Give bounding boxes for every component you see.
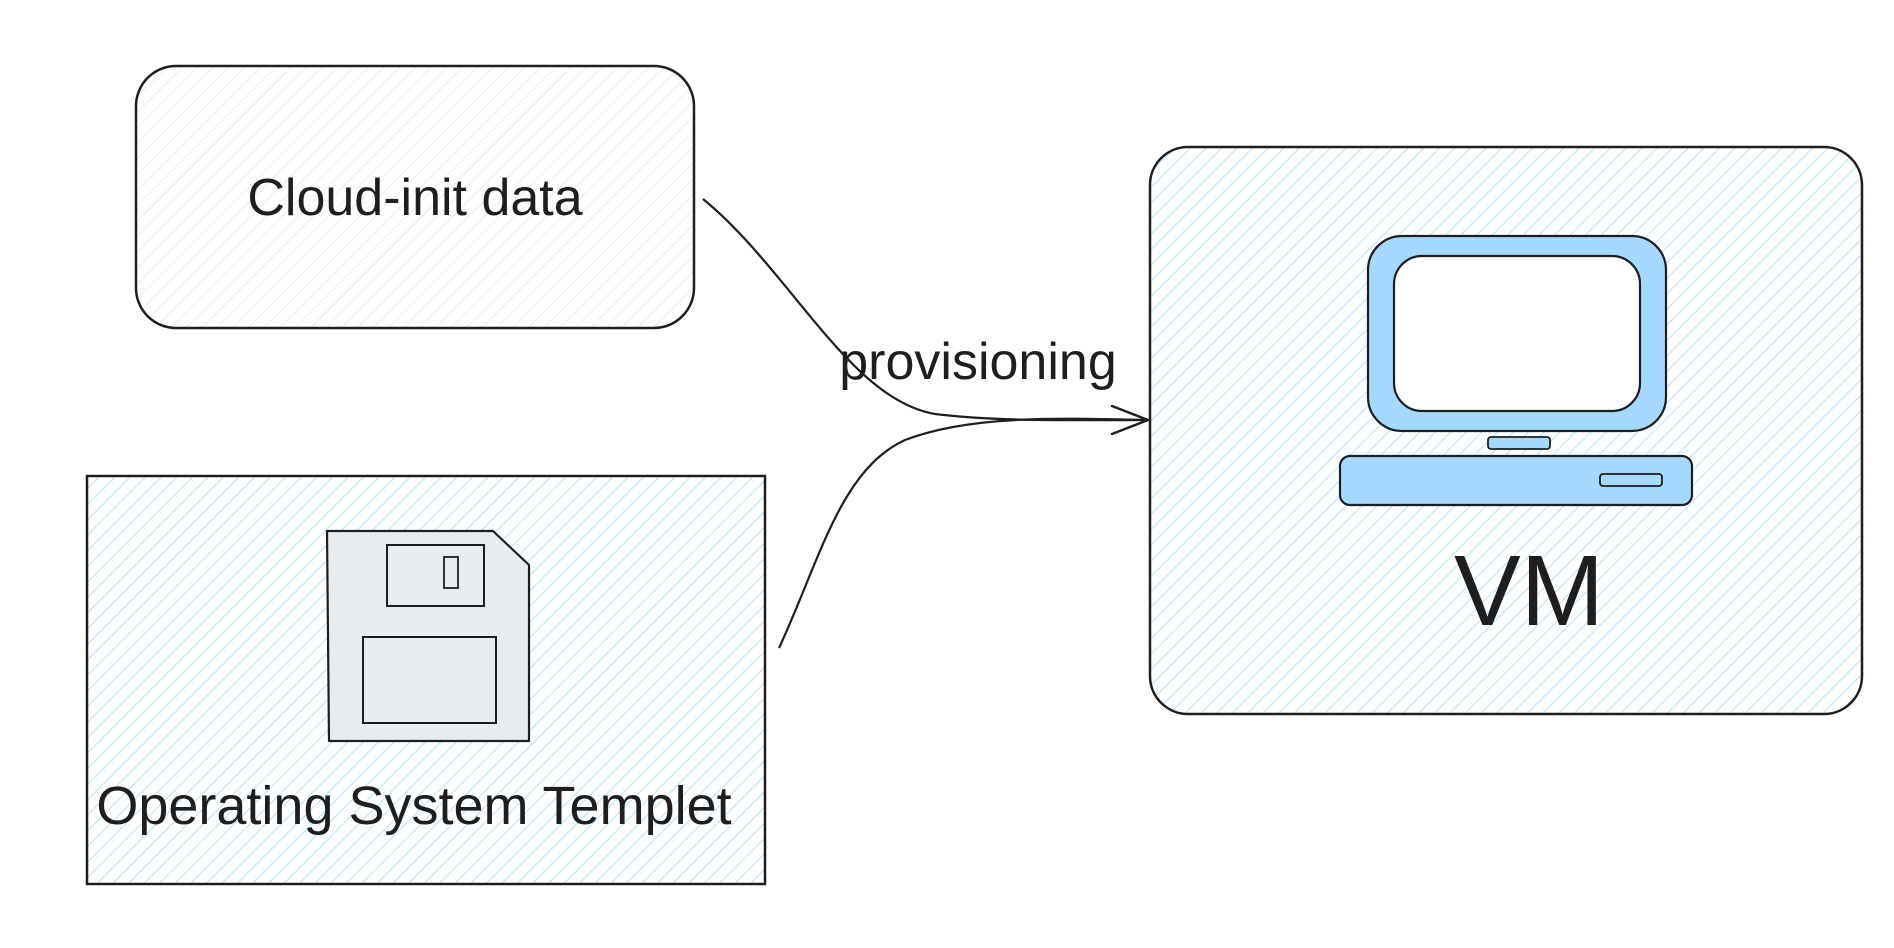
- arrow-from-cloud-init: [702, 198, 1147, 422]
- vm-label: VM: [1454, 535, 1604, 647]
- arrow-from-os-template: [778, 417, 1147, 649]
- vm-node[interactable]: VM: [1148, 145, 1864, 716]
- provisioning-edge[interactable]: provisioning: [702, 198, 1150, 649]
- arrowhead-icon: [1110, 404, 1150, 436]
- provisioning-label: provisioning: [839, 333, 1117, 391]
- computer-monitor-icon: [1338, 234, 1694, 507]
- cloud-init-label: Cloud-init data: [247, 169, 582, 227]
- cloud-init-node[interactable]: Cloud-init data: [134, 64, 696, 330]
- floppy-disk-icon: [325, 529, 531, 743]
- os-template-label: Operating System Templet: [96, 776, 731, 836]
- os-template-node[interactable]: Operating System Templet: [85, 474, 767, 886]
